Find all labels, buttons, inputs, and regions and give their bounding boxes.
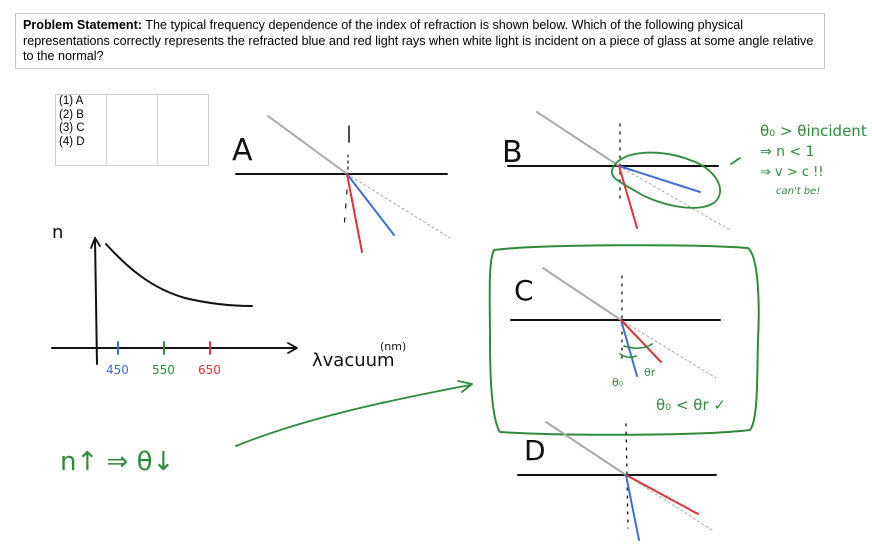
angle-label-r: θr	[644, 366, 656, 379]
bottom-note: n↑ ⇒ θ↓	[60, 380, 473, 477]
diagram-c: C θ₀ θr θ₀ < θr ✓	[488, 244, 760, 436]
angle-arc-0	[619, 353, 637, 359]
dash-mark	[730, 157, 741, 165]
b-note-line1: θ₀ > θincident	[760, 122, 867, 140]
tick-label-650: 650	[198, 363, 221, 377]
diagram-b: B	[502, 111, 741, 231]
diagram-b-label: B	[502, 135, 523, 170]
choice-3[interactable]: (3) C	[59, 122, 85, 134]
tick-label-450: 450	[106, 363, 129, 377]
bottom-left-note: n↑ ⇒ θ↓	[60, 447, 174, 477]
empty-cell	[157, 94, 209, 166]
red-refracted-ray	[625, 474, 699, 515]
graph-y-label: n	[52, 222, 63, 243]
problem-text: The typical frequency dependence of the …	[23, 18, 814, 64]
green-circle	[610, 151, 721, 209]
y-axis-arrow	[90, 237, 101, 249]
diagram-d: D	[517, 421, 717, 541]
empty-cell	[106, 94, 158, 166]
answer-choices-table: (1) A (2) B (3) C (4) D	[55, 94, 209, 166]
diagram-a: A	[232, 115, 451, 253]
diagram-a-label: A	[232, 133, 253, 168]
green-arrow	[235, 384, 471, 447]
graph-x-unit: (nm)	[380, 340, 406, 353]
incident-ray	[536, 111, 620, 167]
graph-x-label: λvacuum	[312, 350, 395, 371]
choice-2[interactable]: (2) B	[59, 108, 84, 121]
choice-4[interactable]: (4) D	[59, 135, 85, 148]
index-vs-wavelength-graph: n 450 550 650 λvacuum (nm)	[51, 222, 406, 377]
extended-ray	[618, 165, 731, 231]
normal-line	[343, 189, 348, 229]
tick-label-550: 550	[152, 363, 175, 377]
green-arrow-head	[457, 380, 473, 393]
dispersion-curve	[105, 243, 253, 307]
angle-label-0: θ₀	[612, 376, 624, 389]
extended-ray	[346, 173, 451, 239]
choice-1[interactable]: (1) A	[59, 95, 84, 107]
b-note-line4: can't be!	[776, 186, 820, 197]
b-notes: θ₀ > θincident ⇒ n < 1 ⇒ v > c !! can't …	[760, 122, 867, 197]
y-axis	[94, 237, 98, 365]
blue-refracted-ray	[618, 165, 701, 193]
blue-refracted-ray	[346, 173, 395, 236]
angle-arc-r	[623, 343, 653, 349]
diagram-d-label: D	[524, 434, 546, 467]
incident-ray	[267, 115, 348, 175]
incident-ray	[542, 267, 622, 321]
incident-ray	[545, 421, 627, 476]
blue-refracted-ray	[625, 474, 640, 541]
diagram-c-label: C	[514, 274, 534, 307]
extended-ray	[620, 319, 717, 379]
extended-ray	[625, 474, 713, 531]
choices-column: (1) A (2) B (3) C (4) D	[55, 94, 107, 166]
green-box	[488, 244, 760, 436]
problem-heading: Problem Statement:	[23, 18, 142, 32]
b-note-line2: ⇒ n < 1	[760, 144, 815, 160]
red-refracted-ray	[346, 173, 363, 253]
b-note-line3: ⇒ v > c !!	[760, 165, 824, 180]
c-result-note: θ₀ < θr ✓	[656, 396, 726, 414]
x-axis-arrow	[287, 342, 298, 354]
red-refracted-ray	[618, 165, 638, 229]
problem-statement: Problem Statement: The typical frequency…	[15, 13, 825, 69]
red-refracted-ray	[620, 319, 662, 363]
normal-line	[625, 423, 629, 529]
